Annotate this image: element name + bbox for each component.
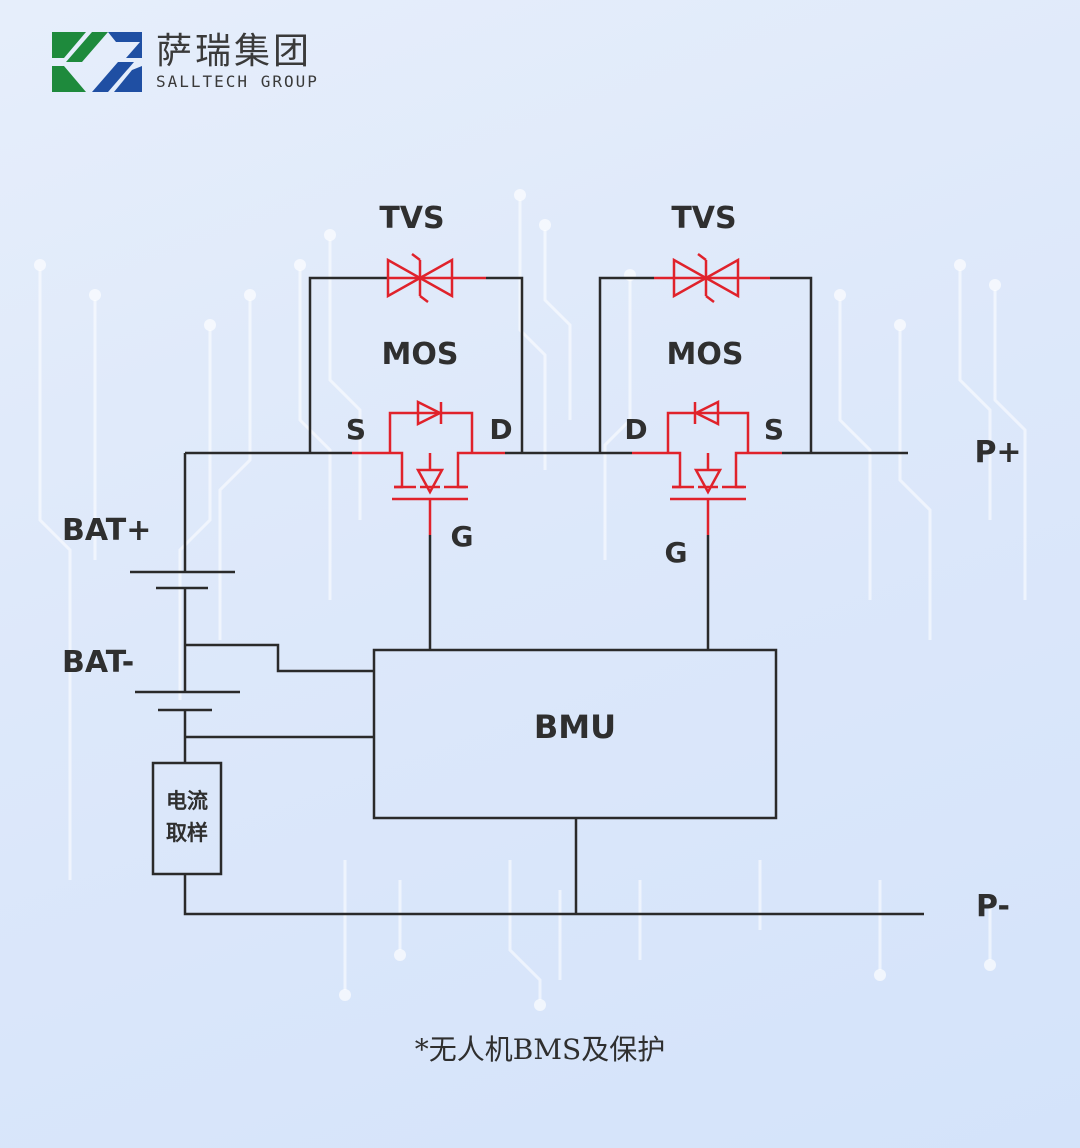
current-sample-label-line2: 取样 (166, 821, 208, 845)
diagram-caption: *无人机BMS及保护 (414, 1033, 666, 1066)
bmu-label: BMU (534, 708, 616, 746)
gate-label-left: G (451, 520, 474, 553)
mos-label-left: MOS (382, 337, 459, 372)
source-label-right: S (764, 413, 784, 446)
brand-name-cn: 萨瑞集团 (156, 31, 313, 72)
tvs-label-left: TVS (379, 201, 444, 236)
bat-plus-label: BAT+ (62, 513, 151, 548)
current-sample-label-line1: 电流 (166, 789, 208, 813)
mos-label-right: MOS (667, 337, 744, 372)
circuit-wires (130, 276, 924, 916)
p-minus-terminal-label: P- (976, 889, 1010, 924)
salltech-logo-icon (52, 32, 142, 92)
mos-transistor-left (352, 399, 505, 535)
brand-logo: 萨瑞集团 SALLTECH GROUP (52, 30, 352, 94)
gate-label-right: G (665, 536, 688, 569)
source-label-left: S (346, 413, 366, 446)
brand-name-en: SALLTECH GROUP (156, 72, 319, 91)
drain-label-left: D (489, 413, 512, 446)
drain-label-right: D (624, 413, 647, 446)
tvs-diode-left (386, 253, 486, 303)
mos-transistor-right (632, 399, 782, 535)
tvs-label-right: TVS (671, 201, 736, 236)
bat-minus-label: BAT- (62, 645, 134, 680)
p-plus-terminal-label: P+ (974, 435, 1021, 470)
tvs-diode-right (654, 253, 770, 303)
